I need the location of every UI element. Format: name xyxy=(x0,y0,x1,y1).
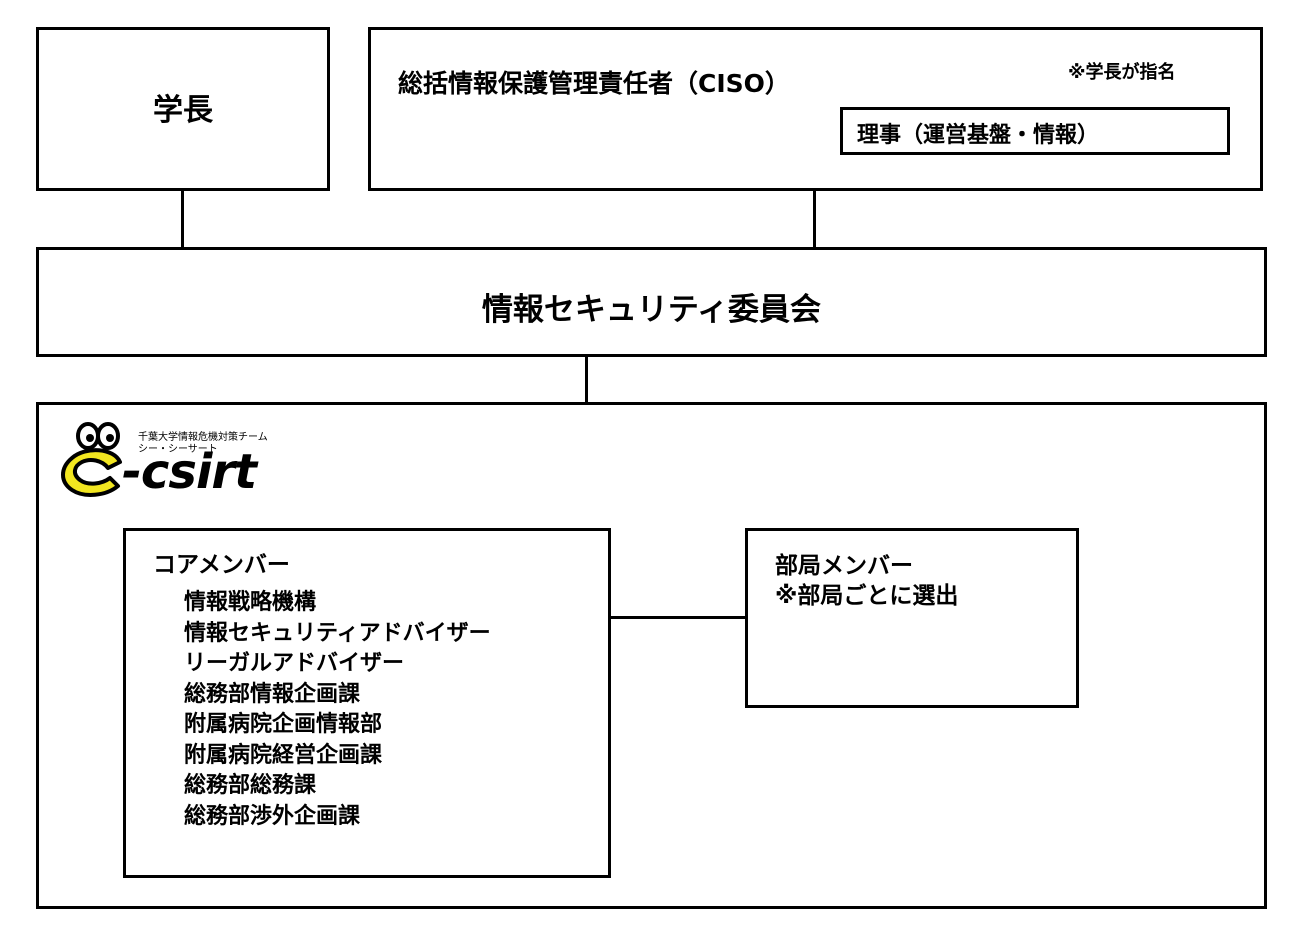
connector-ciso-committee xyxy=(813,190,816,248)
department-members-box: 部局メンバー ※部局ごとに選出 xyxy=(745,528,1079,708)
core-member-item: 情報セキュリティアドバイザー xyxy=(184,620,491,646)
president-box: 学長 xyxy=(36,27,330,191)
core-member-item: 総務部渉外企画課 xyxy=(184,803,361,829)
core-member-item: 情報戦略機構 xyxy=(184,590,317,615)
ciso-title: 総括情報保護管理責任者（CISO） xyxy=(398,69,790,98)
core-members-box: コアメンバー 情報戦略機構 情報セキュリティアドバイザー リーガルアドバイザー … xyxy=(123,528,611,878)
core-member-item: リーガルアドバイザー xyxy=(184,651,405,676)
connector-committee-csirt xyxy=(585,356,588,403)
c-csirt-logo: 千葉大学情報危機対策チーム シー・シーサート -csirt xyxy=(58,418,298,500)
core-member-item: 総務部総務課 xyxy=(184,773,317,798)
department-members-note: ※部局ごとに選出 xyxy=(775,583,959,609)
mascot-icon xyxy=(61,422,122,497)
core-member-item: 附属病院企画情報部 xyxy=(184,712,383,737)
committee-box: 情報セキュリティ委員会 xyxy=(36,247,1267,357)
core-members-heading: コアメンバー xyxy=(153,552,290,578)
connector-core-department xyxy=(610,616,746,619)
core-members-list: 情報戦略機構 情報セキュリティアドバイザー リーガルアドバイザー 総務部情報企画… xyxy=(184,588,491,832)
logo-subtitle-1: 千葉大学情報危機対策チーム xyxy=(138,432,268,443)
president-label: 学長 xyxy=(153,93,213,128)
director-box: 理事（運営基盤・情報） xyxy=(840,107,1230,155)
logo-subtitle-2: シー・シーサート xyxy=(138,444,218,455)
committee-label: 情報セキュリティ委員会 xyxy=(481,292,822,328)
department-members-heading: 部局メンバー xyxy=(775,553,913,579)
logo-wordmark: -csirt xyxy=(122,444,257,500)
department-members-text: 部局メンバー ※部局ごとに選出 xyxy=(775,551,958,611)
director-label: 理事（運営基盤・情報） xyxy=(857,123,1100,148)
core-member-item: 総務部情報企画課 xyxy=(184,681,361,707)
core-member-item: 附属病院経営企画課 xyxy=(184,742,383,768)
connector-president-committee xyxy=(181,190,184,248)
ciso-note: ※学長が指名 xyxy=(1068,62,1176,83)
